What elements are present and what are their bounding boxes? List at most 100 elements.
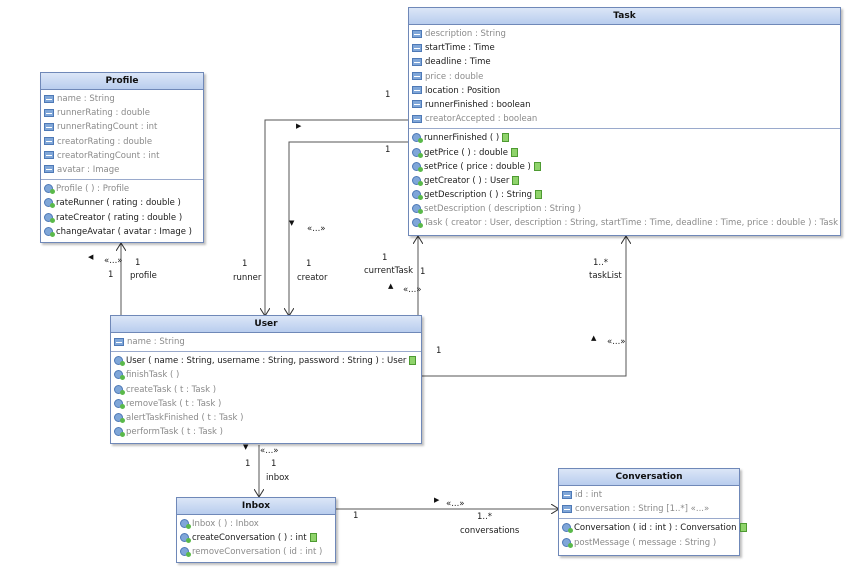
class-user[interactable]: User name : String User ( name : String,… (110, 315, 422, 444)
attribute-text: deadline : Time (425, 57, 491, 68)
direction-arrow-runner: ▶ (296, 122, 302, 130)
task-creator-multiplicity: 1 (385, 145, 391, 155)
field-icon (412, 43, 422, 52)
operation-row[interactable]: performTask ( t : Task ) (111, 425, 421, 439)
documentation-icon (512, 175, 520, 185)
conversations-stereotype: «...» (446, 499, 465, 509)
operation-icon (412, 218, 423, 229)
attribute-row[interactable]: conversation : String [1..*] «...» (559, 502, 739, 516)
field-icon (44, 165, 54, 174)
attribute-row[interactable]: name : String (111, 335, 421, 349)
operation-row[interactable]: finishTask ( ) (111, 368, 421, 382)
attribute-row[interactable]: avatar : Image (41, 163, 203, 177)
inbox-stereotype: «...» (260, 446, 279, 456)
operation-row[interactable]: removeConversation ( id : int ) (177, 545, 335, 559)
attribute-row[interactable]: runnerRatingCount : int (41, 120, 203, 134)
operation-icon (562, 537, 573, 548)
attribute-row[interactable]: creatorRatingCount : int (41, 149, 203, 163)
class-task-operations: runnerFinished ( ) getPrice ( ) : double s… (409, 128, 840, 232)
operation-text: getDescription ( ) : String (424, 190, 533, 201)
operation-text: createTask ( t : Task ) (126, 384, 217, 395)
conversations-multiplicity: 1..* (477, 512, 493, 522)
operation-row[interactable]: User ( name : String, username : String,… (111, 354, 421, 368)
operation-row[interactable]: getCreator ( ) : User (409, 174, 840, 188)
attribute-row[interactable]: runnerRating : double (41, 106, 203, 120)
documentation-icon (510, 147, 518, 157)
operation-row[interactable]: createConversation ( ) : int (177, 531, 335, 545)
attribute-row[interactable]: runnerFinished : boolean (409, 98, 840, 112)
profile-user-multiplicity: 1 (108, 270, 114, 280)
attribute-row[interactable]: name : String (41, 92, 203, 106)
operation-text: alertTaskFinished ( t : Task ) (126, 412, 244, 423)
field-icon (44, 108, 54, 117)
task-list-stereotype: «...» (607, 337, 626, 347)
task-list-role: taskList (589, 271, 622, 281)
operation-text: User ( name : String, username : String,… (126, 356, 407, 367)
operation-text: changeAvatar ( avatar : Image ) (56, 226, 192, 237)
inbox-role: inbox (266, 473, 290, 483)
assoc-user-task-list (422, 236, 626, 377)
profile-stereotype: «...» (104, 256, 123, 266)
operation-row[interactable]: setPrice ( price : double ) (409, 160, 840, 174)
documentation-icon (309, 533, 317, 543)
attribute-row[interactable]: creatorRating : double (41, 135, 203, 149)
operation-row[interactable]: Task ( creator : User, description : Str… (409, 216, 840, 230)
operation-row[interactable]: Conversation ( id : int ) : Conversation (559, 521, 747, 535)
task-runner-multiplicity: 1 (385, 90, 391, 100)
operation-row[interactable]: changeAvatar ( avatar : Image ) (41, 225, 203, 239)
attribute-row[interactable]: location : Position (409, 84, 840, 98)
profile-role: profile (130, 271, 157, 281)
operation-icon (412, 147, 423, 158)
field-icon (412, 29, 422, 38)
class-task[interactable]: Task description : String startTime : Tim… (408, 7, 841, 236)
inbox-multiplicity: 1 (271, 459, 277, 469)
operation-row[interactable]: getPrice ( ) : double (409, 146, 840, 160)
attribute-row[interactable]: price : double (409, 70, 840, 84)
operation-row[interactable]: getDescription ( ) : String (409, 188, 840, 202)
operation-text: getPrice ( ) : double (424, 147, 508, 158)
class-profile-title: Profile (41, 73, 203, 90)
inbox-user-multiplicity: 1 (245, 459, 251, 469)
attribute-row[interactable]: deadline : Time (409, 55, 840, 69)
attribute-row[interactable]: creatorAccepted : boolean (409, 112, 840, 126)
operation-row[interactable]: setDescription ( description : String ) (409, 202, 840, 216)
operation-text: Profile ( ) : Profile (56, 184, 130, 195)
operation-icon (114, 356, 125, 367)
operation-text: rateCreator ( rating : double ) (56, 212, 183, 223)
field-icon (562, 504, 572, 513)
class-task-title: Task (409, 8, 840, 25)
field-icon (44, 94, 54, 103)
operation-icon (114, 370, 125, 381)
operation-icon (412, 175, 423, 186)
attribute-text: description : String (425, 29, 506, 39)
operation-row[interactable]: Profile ( ) : Profile (41, 182, 203, 196)
runner-multiplicity: 1 (242, 259, 248, 269)
attribute-text: conversation : String [1..*] «...» (575, 504, 710, 515)
operation-row[interactable]: removeTask ( t : Task ) (111, 397, 421, 411)
runner-role: runner (233, 273, 262, 283)
field-icon (114, 337, 124, 346)
operation-row[interactable]: runnerFinished ( ) (409, 131, 840, 145)
direction-arrow-creator: ▼ (289, 219, 295, 227)
operation-row[interactable]: rateRunner ( rating : double ) (41, 196, 203, 210)
attribute-row[interactable]: startTime : Time (409, 41, 840, 55)
current-task-multiplicity: 1 (382, 253, 388, 263)
operation-row[interactable]: rateCreator ( rating : double ) (41, 211, 203, 225)
attribute-text: id : int (575, 490, 603, 500)
operation-icon (180, 547, 191, 558)
operation-text: setDescription ( description : String ) (424, 204, 582, 215)
operation-row[interactable]: createTask ( t : Task ) (111, 383, 421, 397)
class-task-attributes: description : String startTime : Time dead… (409, 25, 840, 128)
operation-row[interactable]: alertTaskFinished ( t : Task ) (111, 411, 421, 425)
operation-row[interactable]: Inbox ( ) : Inbox (177, 517, 335, 531)
attribute-row[interactable]: description : String (409, 27, 840, 41)
operation-row[interactable]: postMessage ( message : String ) (559, 536, 739, 550)
conversation-inbox-multiplicity: 1 (353, 511, 359, 521)
operation-text: Inbox ( ) : Inbox (192, 519, 259, 529)
attribute-row[interactable]: id : int (559, 488, 739, 502)
